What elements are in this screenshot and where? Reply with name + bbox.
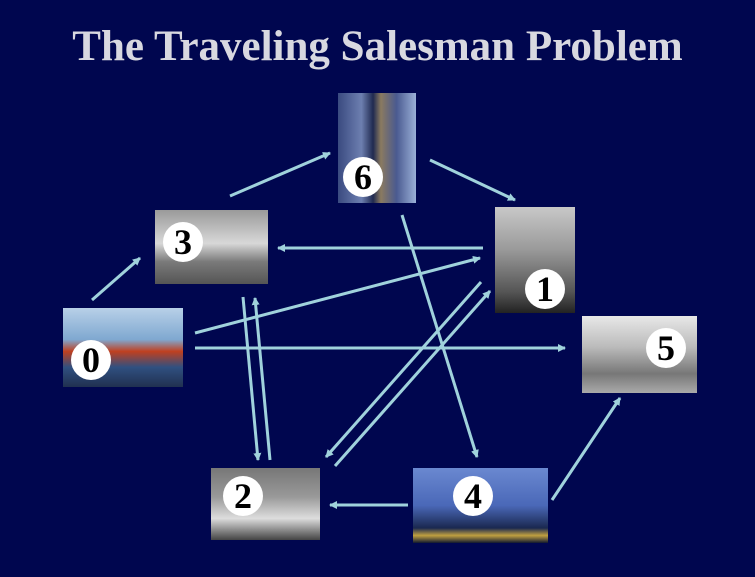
node-2: 2 (211, 468, 320, 540)
edge-3-to-2 (241, 296, 262, 461)
node-3: 3 (155, 210, 268, 284)
edge-0-to-3 (91, 256, 141, 302)
page-title: The Traveling Salesman Problem (72, 23, 683, 70)
edge-4-to-1 (429, 158, 516, 202)
node-label: 2 (223, 476, 263, 516)
node-label: 4 (453, 476, 493, 516)
edge-5-to-6 (550, 397, 622, 501)
edge-3-to-4 (229, 151, 331, 198)
node-1: 1 (495, 207, 575, 313)
node-label: 6 (343, 157, 383, 197)
node-0: 0 (63, 308, 183, 387)
node-label: 5 (646, 328, 686, 368)
node-label: 0 (71, 340, 111, 380)
node-label: 1 (525, 269, 565, 309)
edge-2-to-3 (251, 297, 272, 461)
edge-1-to-2 (324, 281, 483, 458)
edge-0-to-1 (194, 255, 481, 335)
node-6: 5 (582, 316, 697, 393)
node-5: 4 (413, 468, 548, 543)
node-4: 6 (338, 93, 416, 203)
edge-4-to-5 (400, 214, 479, 458)
node-label: 3 (163, 222, 203, 262)
edge-2-to-1 (333, 290, 492, 467)
